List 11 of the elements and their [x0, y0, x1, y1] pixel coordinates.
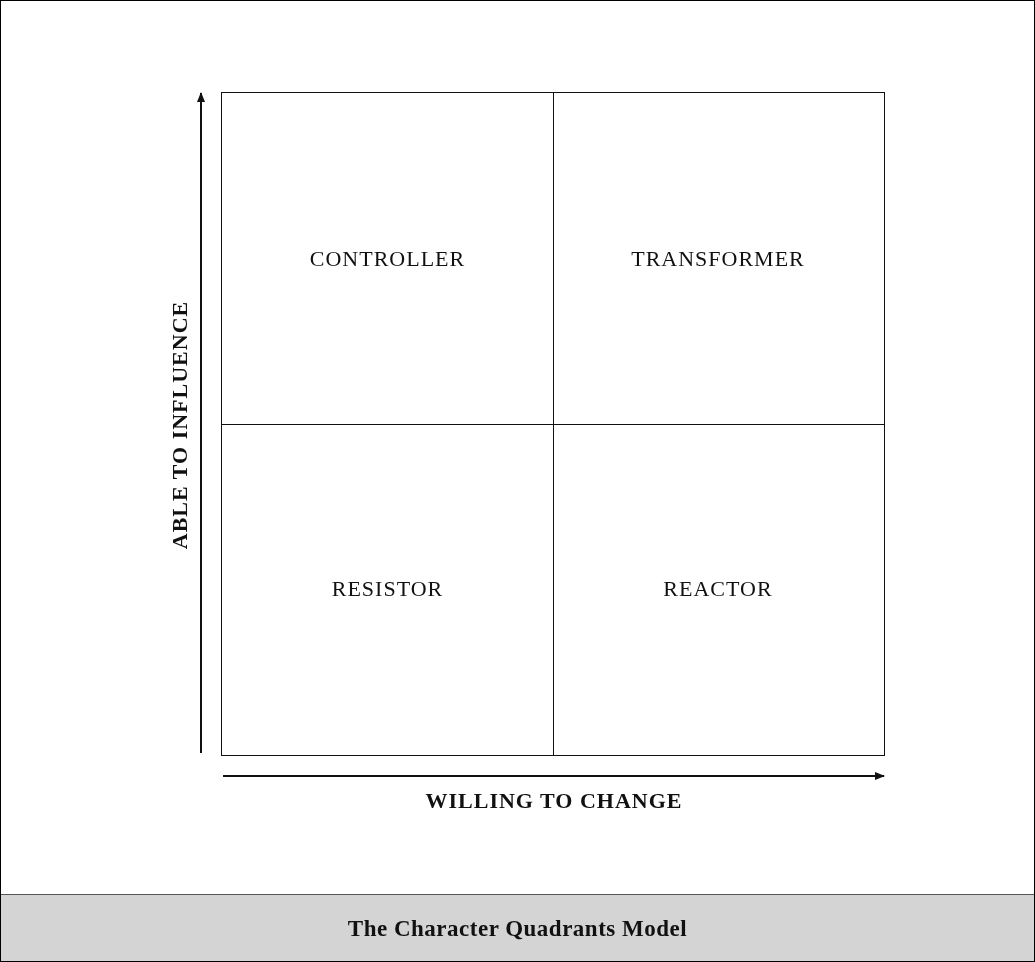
caption: The Character Quadrants Model — [347, 915, 688, 942]
quadrant-label: CONTROLLER — [309, 245, 466, 272]
quadrant-cell — [221, 92, 554, 425]
quadrant-label: RESISTOR — [331, 576, 444, 602]
y-axis-label: ABLE TO INFLUENCE — [167, 300, 194, 550]
x-axis-label: WILLING TO CHANGE — [425, 788, 683, 814]
quadrant-label: TRANSFORMER — [631, 245, 805, 272]
quadrant-cell — [221, 423, 554, 756]
quadrant-cell — [552, 423, 885, 756]
quadrant-label: REACTOR — [663, 576, 773, 602]
quadrant-cell — [552, 92, 885, 425]
